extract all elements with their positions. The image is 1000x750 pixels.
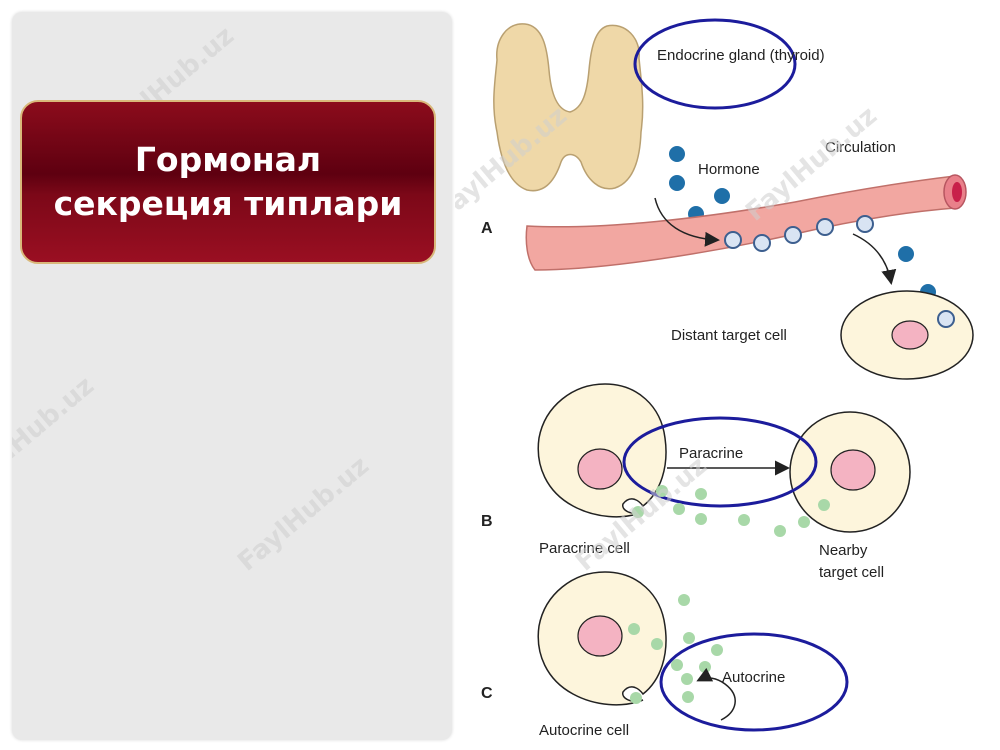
autocrine-arrow [696,667,736,721]
thyroid-gland-shape [493,23,644,192]
hormone-molecule [669,146,685,162]
panel-b-letter: B [481,513,493,530]
slide-title-line-2: секреция типлари [53,184,403,223]
nearby-target-label-2: target cell [819,564,884,581]
circulating-hormone [724,231,742,249]
paracrine-cell-label: Paracrine cell [539,540,630,557]
autocrine-cell-label: Autocrine cell [539,722,629,739]
distant-target-label: Distant target cell [671,327,787,344]
autocrine-cell-nucleus [577,615,623,657]
circulating-hormone [753,234,771,252]
nearby-target-label-1: Nearby [819,542,868,559]
autocrine-label: Autocrine [722,669,785,686]
signal-molecule [678,594,690,606]
hormone-secretion-diagram: Endocrine gland (thyroid) Hormone Circul… [430,18,974,739]
signal-molecule [681,673,693,685]
signal-molecule [628,623,640,635]
hormone-label: Hormone [698,161,760,178]
signal-molecule [656,485,668,497]
target-cell-nucleus [891,320,929,350]
paracrine-highlight-ellipse [622,416,818,508]
signal-molecule [673,503,685,515]
delivery-arrow [852,233,897,285]
signal-molecule [632,506,644,518]
signal-molecule [630,692,642,704]
autocrine-highlight-ellipse [659,632,849,732]
watermark-text: FaylHub.uz [232,451,375,578]
signal-molecule [671,659,683,671]
circulating-hormone [856,215,874,233]
blood-vessel [525,175,956,271]
hormone-molecule [898,246,914,262]
panel-a-letter: A [481,220,493,237]
signal-molecule [695,488,707,500]
nearby-target-nucleus [830,449,876,491]
slide-title-line-1: Гормонал [134,140,322,179]
panel-c-letter: C [481,685,493,702]
signal-molecule [683,632,695,644]
watermark-text: FaylHub.uz [12,371,100,498]
signal-molecule [699,661,711,673]
slide-title-box: Гормонал секреция типлари [20,100,436,264]
paracrine-label: Paracrine [679,445,743,462]
signal-molecule [682,691,694,703]
circulation-label: Circulation [825,139,896,156]
gland-highlight-ellipse [633,18,797,110]
signal-molecule [711,644,723,656]
bound-hormone [937,310,955,328]
left-watermarks: FaylHub.uz FaylHub.uz FaylHub.uz [12,21,375,578]
diagram-panel: Endocrine gland (thyroid) Hormone Circul… [430,12,990,740]
signal-molecule [738,514,750,526]
signal-molecule [774,525,786,537]
signal-molecule [651,638,663,650]
blood-vessel-lumen [952,182,962,202]
signal-molecule [798,516,810,528]
circulating-hormone [784,226,802,244]
hormone-molecule [669,175,685,191]
signal-molecule [695,513,707,525]
hormone-molecule [714,188,730,204]
signal-molecule [818,499,830,511]
circulating-hormone [816,218,834,236]
gland-label: Endocrine gland (thyroid) [657,47,825,64]
paracrine-cell-nucleus [577,448,623,490]
secretion-arrow [654,197,720,247]
slide-title: Гормонал секреция типлари [22,138,434,226]
